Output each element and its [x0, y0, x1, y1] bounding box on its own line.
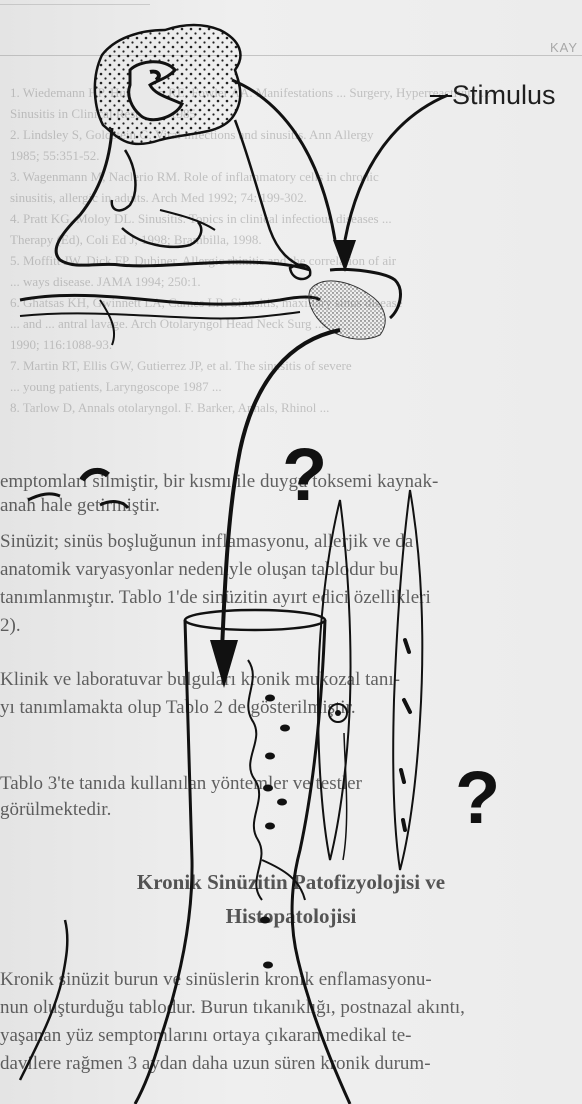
inflamed-region: [309, 281, 385, 339]
spindle-granules: [401, 640, 410, 830]
spindle-cell: [393, 490, 422, 870]
dotted-cell: [95, 25, 241, 144]
bottom-left-curve: [20, 920, 67, 1080]
cell-nuclei: [260, 695, 290, 969]
turbinate-2: [122, 222, 201, 247]
lower-curl: [82, 471, 108, 480]
stimulus-arrow-right: [345, 95, 448, 240]
lower-curl-2: [28, 494, 60, 500]
response-arrowhead: [210, 640, 238, 688]
turbinate-1: [112, 150, 136, 210]
vessel-right-wall: [292, 620, 350, 1104]
question-mark: ?: [282, 432, 327, 517]
mucosa-strip: [20, 295, 320, 304]
mucosa-strip-2: [20, 312, 300, 319]
stimulus-label: Stimulus: [452, 80, 556, 111]
lower-curl-3: [100, 502, 128, 508]
vessel-inner-branch: [262, 860, 305, 900]
vessel-inner-wavy: [248, 660, 262, 900]
question-mark: ?: [455, 755, 500, 840]
polyp-edge: [100, 300, 114, 345]
vessel-left-wall: [135, 620, 192, 1104]
stimulus-arrowhead: [333, 240, 356, 272]
turbinate-3: [160, 210, 215, 230]
nasal-cavity-outline: [56, 128, 310, 270]
sinus-roof: [235, 120, 305, 268]
vessel-top: [185, 610, 325, 630]
